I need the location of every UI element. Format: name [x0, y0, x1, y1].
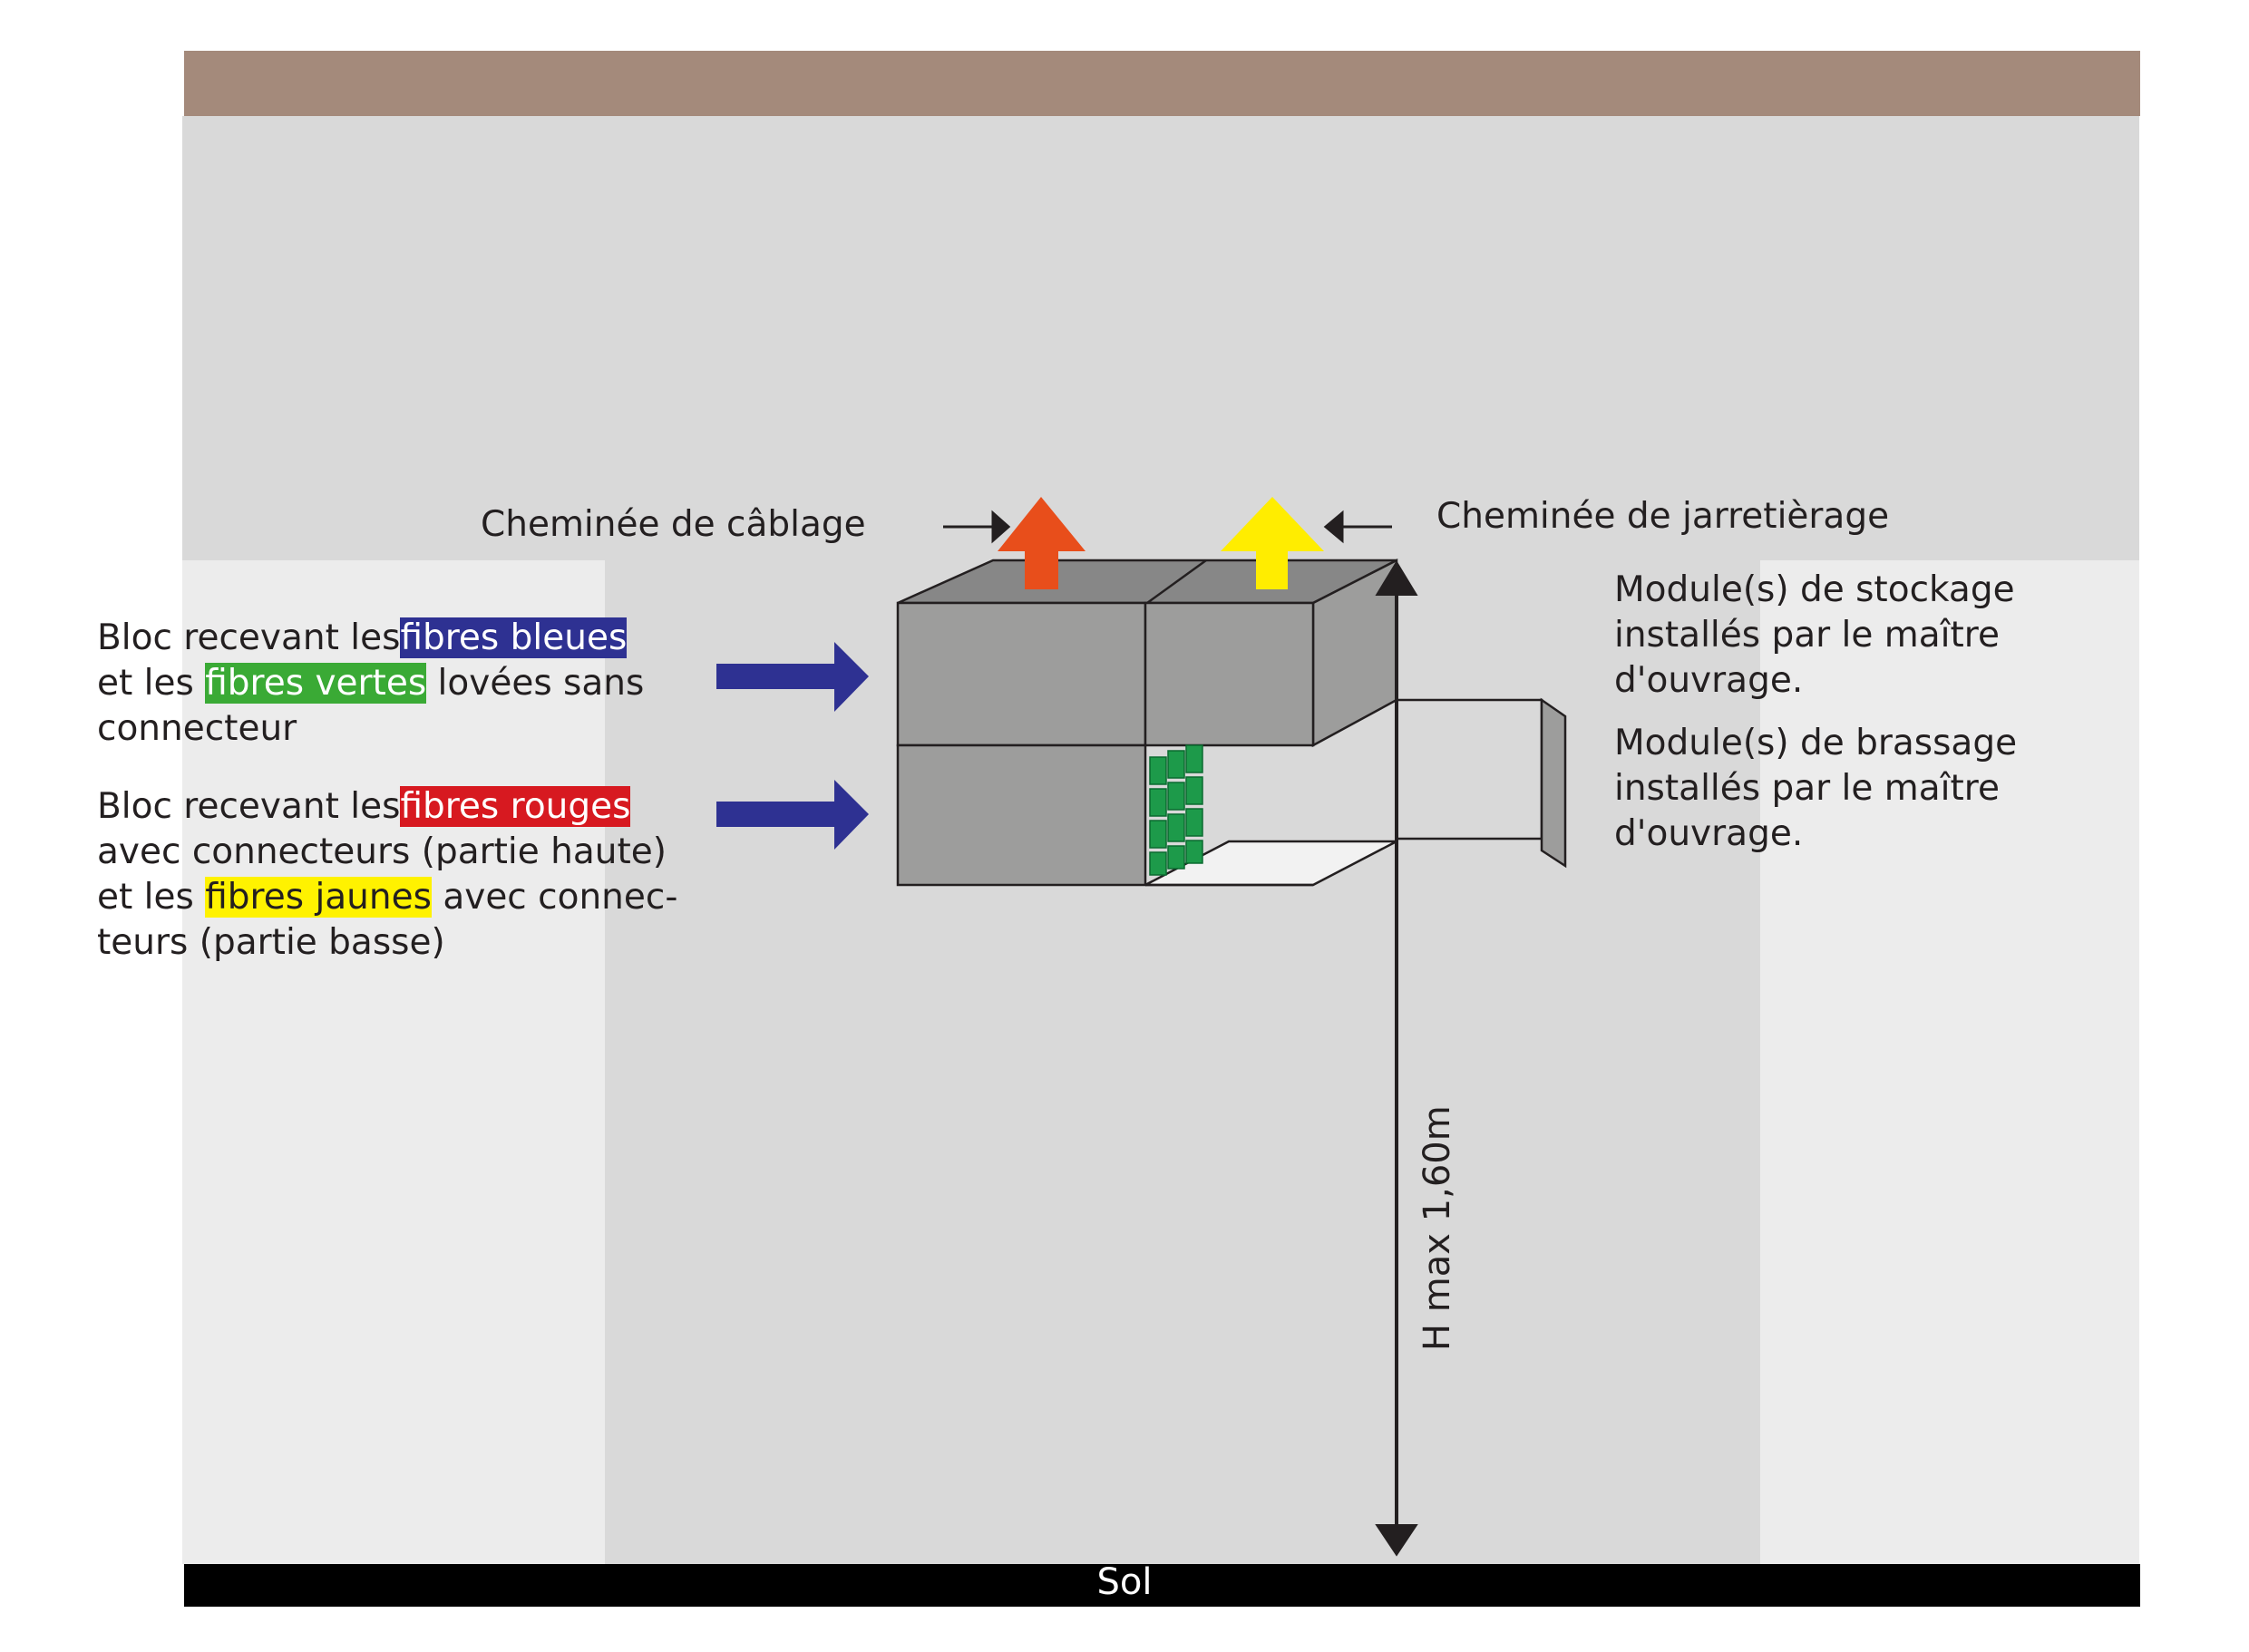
arrow-right-icon — [716, 780, 869, 850]
wall-upper — [182, 116, 2139, 560]
highlight-red-fibres: fibres rouges — [400, 786, 631, 827]
storage-module-face — [1540, 697, 1567, 869]
ceiling — [184, 51, 2140, 116]
arrow-right-icon — [943, 510, 1011, 544]
arrow-left-icon — [1323, 510, 1392, 544]
block-bottom-label: Bloc recevant lesfibres rouges avec conn… — [97, 786, 678, 963]
storage-module-label: Module(s) de stockage installés par le m… — [1614, 569, 2015, 701]
upper-block-front-left — [896, 601, 1147, 747]
chimney-jumper-label: Cheminée de jarretièrage — [1436, 496, 1890, 537]
upper-block — [896, 558, 1398, 748]
arrow-right-icon — [716, 642, 869, 712]
block-top-label: Bloc recevant lesfibres bleues et les fi… — [97, 617, 645, 749]
highlight-green-fibres: fibres vertes — [205, 663, 427, 704]
wall-left — [182, 560, 605, 1564]
upper-block-front-right — [1144, 601, 1315, 747]
arrow-up-icon — [998, 497, 1086, 589]
connector-grid — [1149, 744, 1203, 876]
lower-block-front-left — [896, 743, 1147, 887]
height-label: H max 1,60m — [1417, 1105, 1458, 1351]
highlight-blue-fibres: fibres bleues — [400, 617, 628, 658]
lower-block — [896, 743, 1397, 887]
double-arrow-icon — [1375, 560, 1418, 1557]
floor-label: Sol — [1096, 1561, 1153, 1603]
storage-module — [1395, 697, 1567, 869]
wall-right — [1760, 560, 2139, 1564]
highlight-yellow-fibres: fibres jaunes — [205, 877, 432, 918]
floor-bar — [184, 1564, 2140, 1607]
chimney-cabling-label: Cheminée de câblage — [481, 504, 866, 545]
arrow-up-icon — [1221, 497, 1324, 589]
patch-module-label: Module(s) de brassage installés par le m… — [1614, 723, 2018, 854]
